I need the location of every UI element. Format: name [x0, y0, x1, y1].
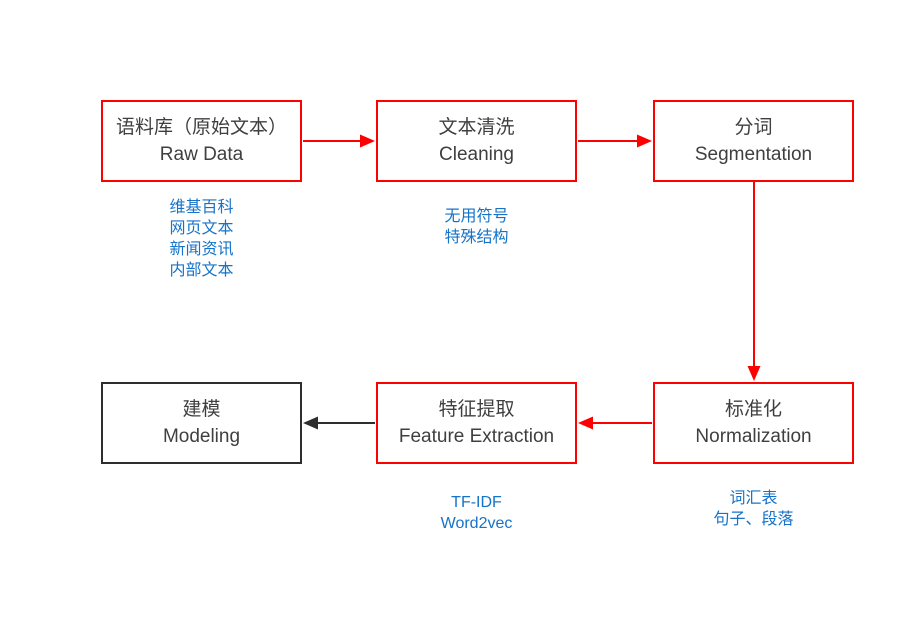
- arrow-cleaning-to-segmentation: [578, 134, 652, 148]
- annotation-line: Word2vec: [440, 515, 513, 532]
- node-feature-extraction-subtitle: Feature Extraction: [398, 426, 555, 447]
- node-raw-data-subtitle: Raw Data: [159, 144, 244, 165]
- node-modeling-title: 建模: [182, 399, 221, 420]
- node-raw-data: 语料库（原始文本） Raw Data: [101, 100, 302, 182]
- annotation-line: 无用符号: [444, 208, 509, 225]
- node-modeling: 建模 Modeling: [101, 382, 302, 464]
- node-normalization-title: 标准化: [724, 399, 782, 420]
- node-normalization: 标准化 Normalization: [653, 382, 854, 464]
- node-raw-data-title: 语料库（原始文本）: [115, 117, 287, 138]
- annotation-line: 特殊结构: [444, 229, 509, 246]
- annotation-line: 新闻资讯: [169, 241, 234, 258]
- annotation-line: 句子、段落: [713, 511, 794, 528]
- node-feature-extraction: 特征提取 Feature Extraction: [376, 382, 577, 464]
- annotation-raw-data: 维基百科 网页文本 新闻资讯 内部文本: [101, 197, 302, 281]
- annotation-line: 网页文本: [169, 220, 234, 237]
- annotation-line: TF-IDF: [451, 494, 502, 511]
- arrow-normalization-to-feature-extraction: [578, 416, 652, 430]
- node-segmentation-subtitle: Segmentation: [694, 144, 813, 165]
- annotation-cleaning: 无用符号 特殊结构: [376, 206, 577, 248]
- arrow-feature-extraction-to-modeling: [303, 416, 375, 430]
- node-modeling-subtitle: Modeling: [162, 426, 241, 447]
- annotation-line: 维基百科: [169, 199, 234, 216]
- node-segmentation: 分词 Segmentation: [653, 100, 854, 182]
- node-segmentation-title: 分词: [734, 117, 773, 138]
- node-normalization-subtitle: Normalization: [695, 426, 812, 447]
- node-cleaning: 文本清洗 Cleaning: [376, 100, 577, 182]
- annotation-feature-extraction: TF-IDF Word2vec: [376, 492, 577, 534]
- annotation-line: 词汇表: [729, 490, 778, 507]
- node-feature-extraction-title: 特征提取: [438, 399, 515, 420]
- arrow-raw-data-to-cleaning: [303, 134, 375, 148]
- arrow-segmentation-to-normalization: [747, 182, 761, 381]
- annotation-line: 内部文本: [169, 262, 234, 279]
- node-cleaning-subtitle: Cleaning: [439, 144, 514, 165]
- node-cleaning-title: 文本清洗: [438, 117, 515, 138]
- annotation-normalization: 词汇表 句子、段落: [653, 488, 854, 530]
